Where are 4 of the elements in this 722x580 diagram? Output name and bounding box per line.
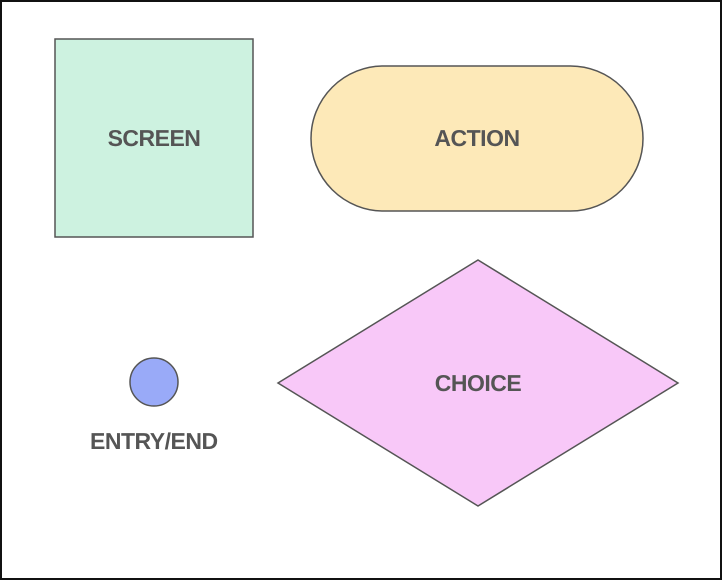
node-caption: ENTRY/END [90, 428, 218, 455]
node-label: SCREEN [108, 124, 200, 152]
node-label: CHOICE [434, 370, 522, 396]
node-label: ACTION [434, 125, 520, 152]
